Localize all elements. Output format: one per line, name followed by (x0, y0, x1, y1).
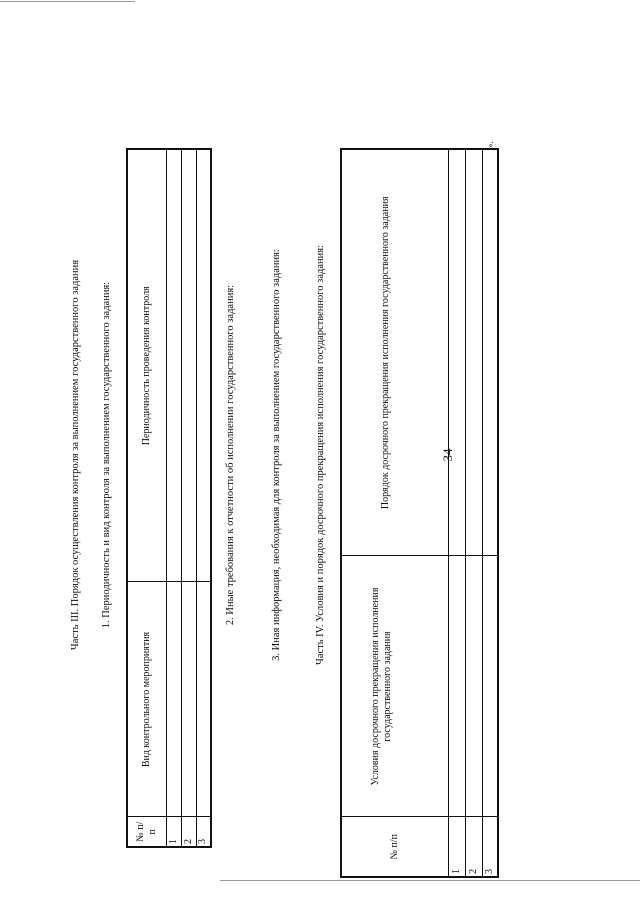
header-termination-procedure: Порядок досрочного прекращения исполнени… (341, 149, 448, 556)
header-number: № п/п (127, 817, 166, 847)
header-control-type: Вид контрольного мероприятия (127, 582, 166, 817)
section2-heading: 2. Иные требования к отчетности об испол… (225, 284, 236, 626)
table-row: 3 (196, 149, 211, 847)
table-row: 1 (448, 149, 465, 877)
table-header-row: № п/п Условия досрочного прекращения исп… (341, 149, 448, 877)
header-termination-conditions: Условия досрочного прекращения исполнени… (341, 556, 448, 817)
table-row: 3 (482, 149, 498, 877)
closing-quote-mark: ». (485, 141, 495, 148)
section3-heading: 3. Иная информация, необходимая для конт… (271, 249, 282, 661)
part3-title: Часть III. Порядок осуществления контрол… (70, 259, 81, 651)
control-table: № п/п Вид контрольного мероприятия Перио… (126, 148, 212, 848)
section1-heading: 1. Периодичность и вид контроля за выпол… (101, 281, 112, 629)
scan-line (0, 1, 135, 2)
part4-title: Часть IV. Условия и порядок досрочного п… (315, 245, 326, 665)
scan-line (220, 880, 640, 881)
table-header-row: № п/п Вид контрольного мероприятия Перио… (127, 149, 166, 847)
table-row: 2 (181, 149, 196, 847)
header-control-periodicity: Периодичность проведения контроля (127, 149, 166, 582)
header-number: № п/п (341, 817, 448, 877)
table-row: 2 (465, 149, 482, 877)
termination-table: № п/п Условия досрочного прекращения исп… (340, 148, 499, 878)
table-row: 1 (166, 149, 181, 847)
